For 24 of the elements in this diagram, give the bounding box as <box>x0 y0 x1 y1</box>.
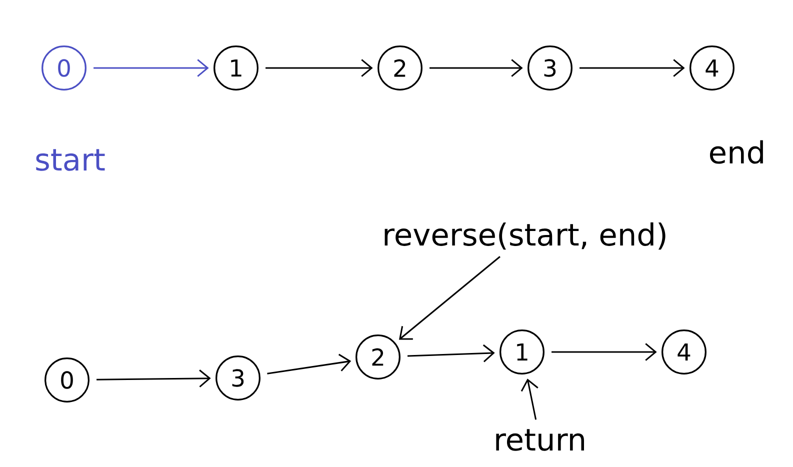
circle-node: 1 <box>214 46 258 90</box>
arrow <box>96 370 211 388</box>
arrow <box>267 354 352 374</box>
circle-node: 1 <box>500 330 544 374</box>
arrow <box>580 59 685 77</box>
text-label: reverse(start, end) <box>384 222 666 250</box>
circle-node: 4 <box>690 46 734 90</box>
arrow <box>552 343 657 361</box>
beside-label: start <box>36 149 105 171</box>
arrow <box>266 59 373 77</box>
circle-node: 3 <box>528 46 572 90</box>
circle-node: 0 <box>44 358 90 402</box>
circle-node: 3 <box>216 356 260 400</box>
circle-node: 2 <box>378 46 422 90</box>
arrow <box>407 344 495 362</box>
text-label: return <box>496 429 584 451</box>
arrow <box>520 378 538 420</box>
circle-node: 0 <box>42 46 86 90</box>
beside-label: end <box>710 140 763 164</box>
arrow <box>398 256 500 340</box>
circle-node: 2 <box>356 334 400 380</box>
circle-node: 4 <box>662 330 706 374</box>
arrow <box>94 59 209 77</box>
arrow <box>430 59 523 77</box>
